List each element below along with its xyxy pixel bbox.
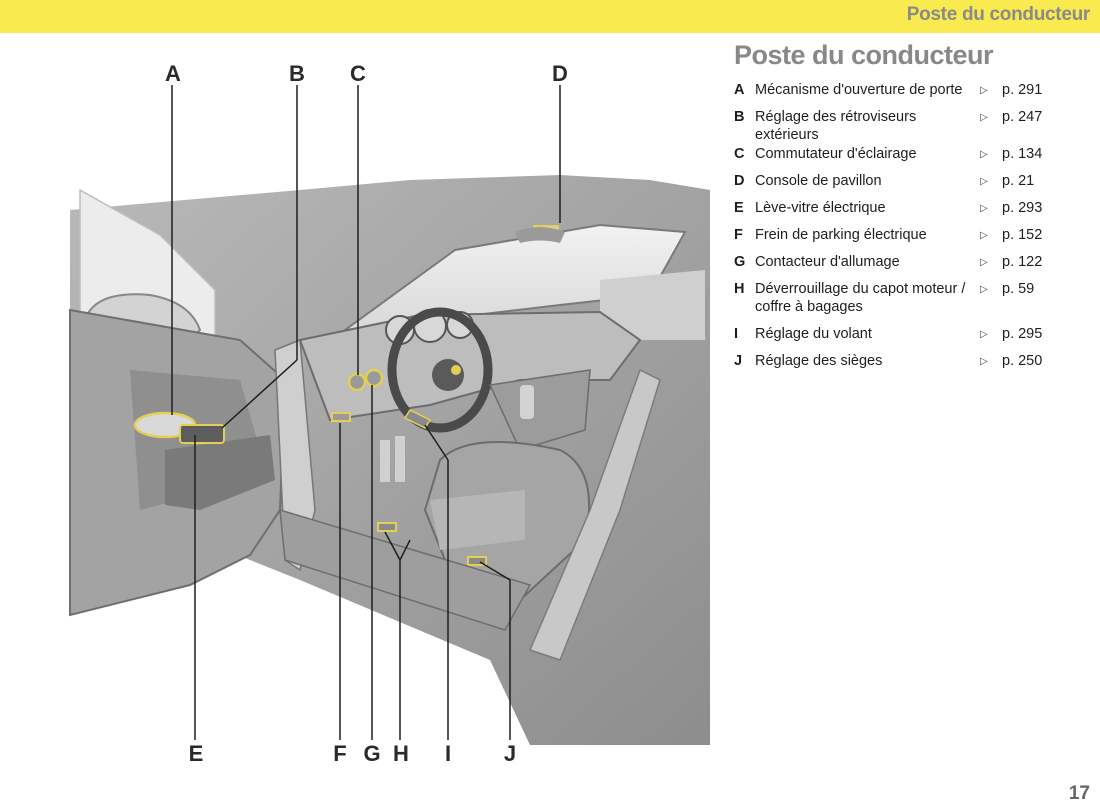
legend-page-ref: p. 21	[1002, 173, 1035, 189]
legend-letter: E	[734, 200, 744, 216]
triangle-right-icon: ▷	[980, 257, 988, 268]
steering-wheel	[387, 307, 493, 433]
legend-letter: A	[734, 82, 745, 98]
triangle-right-icon: ▷	[980, 284, 988, 295]
legend-label: Réglage des rétroviseurs extérieurs	[755, 109, 917, 143]
callout-f: F	[333, 741, 346, 766]
window-switch-panel	[179, 424, 225, 444]
legend-page-ref: p. 293	[1002, 200, 1043, 216]
legend-label: Lève-vitre électrique	[755, 200, 886, 216]
callout-e: E	[189, 741, 204, 766]
legend-label: Commutateur d'éclairage	[755, 146, 917, 162]
triangle-right-icon: ▷	[980, 112, 988, 123]
legend-item: G Contacteur d'allumage ▷ p. 122	[734, 252, 1054, 279]
legend-page-ref: p. 291	[1002, 82, 1043, 98]
legend-item: B Réglage des rétroviseurs extérieurs ▷ …	[734, 107, 1054, 144]
light-switch	[347, 372, 367, 392]
door-sill	[279, 508, 532, 631]
page-number: 17	[1068, 783, 1090, 804]
legend-page-ref: p. 152	[1002, 227, 1043, 243]
seat-controls	[467, 556, 487, 566]
running-title: Poste du conducteur	[906, 4, 1091, 25]
legend-item: F Frein de parking électrique ▷ p. 152	[734, 225, 1054, 252]
legend-page-ref: p. 59	[1002, 281, 1035, 297]
legend-label: Déverrouillage du capot moteur / coffre …	[755, 281, 966, 315]
legend-label: Contacteur d'allumage	[755, 254, 900, 270]
legend-list: A Mécanisme d'ouverture de porte ▷ p. 29…	[734, 80, 1054, 378]
legend-letter: B	[734, 109, 745, 125]
triangle-right-icon: ▷	[980, 203, 988, 214]
callout-a: A	[165, 61, 181, 86]
triangle-right-icon: ▷	[980, 85, 988, 96]
legend-page-ref: p. 247	[1002, 109, 1043, 125]
legend-letter: F	[734, 227, 743, 243]
legend-item: D Console de pavillon ▷ p. 21	[734, 171, 1054, 198]
legend-item: A Mécanisme d'ouverture de porte ▷ p. 29…	[734, 80, 1054, 107]
section-title: Poste du conducteur	[734, 40, 994, 70]
callout-b: B	[289, 61, 305, 86]
legend-letter: D	[734, 173, 745, 189]
callout-j: J	[504, 741, 516, 766]
legend-item: H Déverrouillage du capot moteur / coffr…	[734, 279, 1054, 324]
callout-c: C	[350, 61, 366, 86]
legend-label: Console de pavillon	[755, 173, 882, 189]
callout-i: I	[445, 741, 451, 766]
triangle-right-icon: ▷	[980, 149, 988, 160]
legend-item: J Réglage des sièges ▷ p. 250	[734, 351, 1054, 378]
parking-brake	[331, 412, 351, 422]
legend-page-ref: p. 250	[1002, 353, 1043, 369]
hood-release	[377, 522, 397, 532]
triangle-right-icon: ▷	[980, 329, 988, 340]
legend-page-ref: p. 122	[1002, 254, 1043, 270]
car-interior-illustration: A B C D E F G H I J	[69, 61, 710, 766]
triangle-right-icon: ▷	[980, 356, 988, 367]
legend-item: E Lève-vitre électrique ▷ p. 293	[734, 198, 1054, 225]
legend-page-ref: p. 134	[1002, 146, 1043, 162]
legend-label: Frein de parking électrique	[755, 227, 927, 243]
triangle-right-icon: ▷	[980, 230, 988, 241]
legend-letter: H	[734, 281, 745, 297]
steering-adjust	[403, 409, 432, 429]
legend-page-ref: p. 295	[1002, 326, 1043, 342]
callout-h: H	[393, 741, 409, 766]
callout-d: D	[552, 61, 568, 86]
legend-letter: G	[734, 254, 746, 270]
legend-item: C Commutateur d'éclairage ▷ p. 134	[734, 144, 1054, 171]
triangle-right-icon: ▷	[980, 176, 988, 187]
header-band: Poste du conducteur	[0, 0, 1100, 33]
legend-label: Réglage du volant	[755, 326, 872, 342]
legend-letter: J	[734, 353, 743, 369]
dashboard	[298, 310, 642, 422]
legend-letter: I	[734, 326, 739, 342]
legend-item: I Réglage du volant ▷ p. 295	[734, 324, 1054, 351]
ignition-switch	[364, 368, 384, 388]
callout-g: G	[363, 741, 380, 766]
legend-label: Réglage des sièges	[755, 353, 883, 369]
legend-letter: C	[734, 146, 745, 162]
legend-label: Mécanisme d'ouverture de porte	[755, 82, 963, 98]
